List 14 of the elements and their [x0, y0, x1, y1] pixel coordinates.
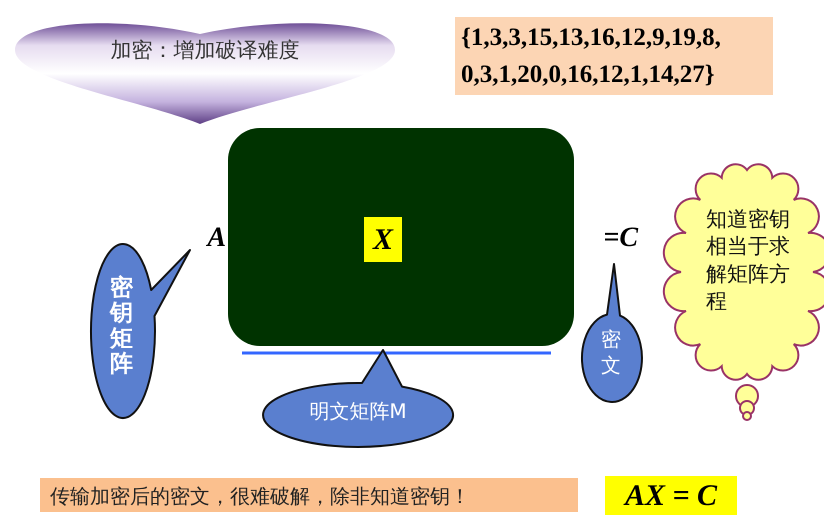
- banner-text: 加密：增加破译难度: [110, 37, 300, 64]
- bubble-text: 密文: [601, 326, 621, 378]
- cloud-text: 知道密钥相当于求解矩阵方程: [706, 206, 791, 315]
- formula: AX = C: [605, 476, 737, 515]
- bubble-text: 明文矩阵M: [308, 398, 408, 425]
- matrix-symbol: A: [205, 222, 226, 254]
- matrix-symbol: =C: [602, 222, 638, 254]
- matrix-symbol: X: [364, 217, 402, 262]
- number-set: {1,3,3,15,13,16,12,9,19,8, 0,3,1,20,0,16,12,1,14,27}: [461, 23, 722, 90]
- note-text: 传输加密后的密文，很难破解，除非知道密钥！: [50, 483, 470, 510]
- bubble-text: 密钥矩阵: [110, 276, 133, 378]
- matrix-board: [228, 128, 574, 346]
- note-banner: [40, 478, 578, 512]
- number-set-panel: [455, 17, 773, 95]
